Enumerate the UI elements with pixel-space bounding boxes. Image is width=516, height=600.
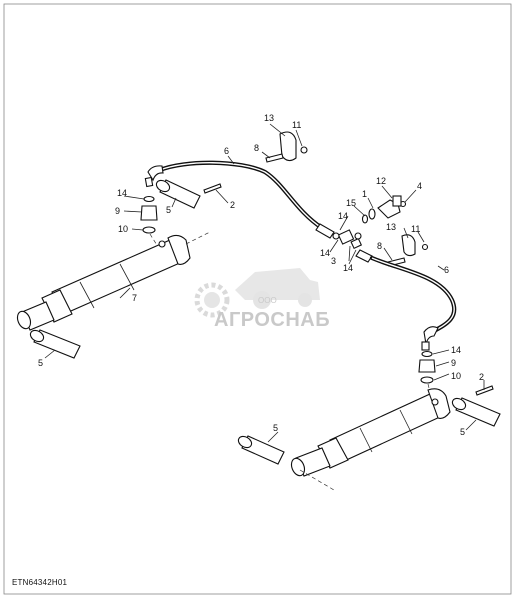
callout-8-lower: 8: [377, 241, 382, 251]
fitting-cluster-center: [332, 229, 363, 250]
fittings-left: [140, 195, 161, 251]
cylinder-right: [290, 388, 451, 491]
callout-10-left: 10: [118, 224, 128, 234]
clamp-upper: [265, 131, 308, 163]
callout-4: 4: [417, 181, 422, 191]
callout-10-right: 10: [451, 371, 461, 381]
watermark-prefix: ООО: [258, 296, 277, 305]
pin-bottom-left: [29, 329, 81, 359]
callout-5-bottom-left: 5: [38, 358, 43, 368]
callout-14-right: 14: [451, 345, 461, 355]
callout-11-lower: 11: [411, 224, 420, 234]
callout-14-center-bottom: 14: [343, 263, 353, 273]
callout-2-right: 2: [479, 372, 484, 382]
callout-7: 7: [132, 293, 137, 303]
callout-5-right: 5: [460, 427, 465, 437]
watermark-logo: [194, 268, 320, 318]
callout-13-upper: 13: [264, 113, 274, 123]
callout-12: 12: [376, 176, 386, 186]
callout-9-left: 9: [115, 206, 120, 216]
drawing-code: ETN64342H01: [12, 578, 68, 587]
cotter-pin-left: [203, 183, 222, 194]
pin-top-left: [155, 179, 201, 209]
pin-bottom-center: [237, 435, 285, 465]
border: [3, 3, 512, 595]
clamp-lower: [387, 234, 429, 267]
watermark-name: АГРОСНАБ: [214, 309, 331, 331]
callout-6-upper: 6: [224, 146, 229, 156]
callout-15: 15: [346, 198, 356, 208]
callout-11-upper: 11: [292, 120, 301, 130]
callout-9-right: 9: [451, 358, 456, 368]
cylinder-left: [16, 231, 211, 331]
callout-5-bottom-center: 5: [273, 423, 278, 433]
callout-14-center-top: 14: [338, 211, 348, 221]
callout-14-center-left: 14: [320, 248, 330, 258]
callout-2-left: 2: [230, 200, 235, 210]
cotter-pin-right: [475, 385, 494, 396]
hose-lower: [355, 249, 457, 351]
pin-right: [451, 397, 501, 427]
callout-1: 1: [362, 189, 367, 199]
fitting-cluster-right: [361, 195, 407, 224]
hose-upper: [144, 160, 335, 239]
callout-6-lower: 6: [444, 265, 449, 275]
callout-8-upper: 8: [254, 143, 259, 153]
leader-lines: [44, 123, 485, 443]
callout-5-top: 5: [166, 205, 171, 215]
fittings-right: [418, 350, 436, 393]
callout-14-left: 14: [117, 188, 127, 198]
callout-13-lower: 13: [386, 222, 396, 232]
callout-3: 3: [331, 256, 336, 266]
